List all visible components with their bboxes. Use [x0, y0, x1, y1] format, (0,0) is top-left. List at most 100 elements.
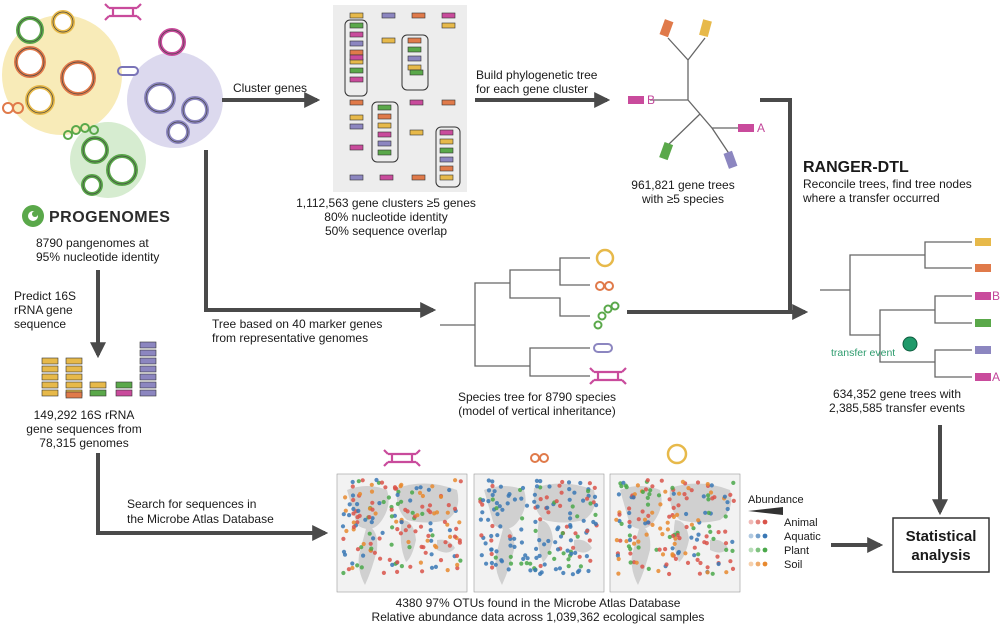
sample-point [386, 495, 391, 500]
sample-point [519, 496, 524, 501]
sample-point [685, 560, 691, 566]
sample-point [723, 529, 728, 534]
sample-point [616, 556, 621, 562]
sample-point [448, 534, 453, 540]
sample-point [398, 484, 403, 489]
species-tree-summary-line2: (model of vertical inheritance) [458, 404, 615, 418]
ranger-summary-line1: 634,352 gene trees with [833, 387, 961, 401]
sample-point [538, 517, 543, 522]
sample-point [392, 485, 398, 490]
gene-icon [975, 346, 991, 354]
sample-point [523, 553, 528, 558]
sample-point [656, 493, 662, 498]
sample-point [351, 506, 356, 512]
sample-point [557, 566, 563, 571]
sample-point [418, 485, 423, 490]
sample-point [573, 550, 578, 556]
rrna-gene-icon [139, 349, 157, 357]
label-cluster-genes: Cluster genes [233, 81, 307, 95]
green-chain-icon [610, 301, 620, 311]
label-predict-line3: sequence [14, 317, 66, 331]
sample-point [573, 531, 578, 536]
pink-chromosome-icon [104, 3, 142, 21]
sample-point [445, 568, 450, 573]
sample-point [660, 532, 665, 537]
sample-point [519, 527, 524, 532]
legend-dot [755, 533, 761, 539]
sample-point [588, 501, 593, 506]
sample-point [438, 558, 444, 563]
legend-dot [748, 533, 754, 539]
sample-point [728, 492, 733, 497]
legend-dot [755, 561, 761, 567]
rrna-gene-icon [41, 365, 59, 373]
ranger-summary-line2: 2,385,585 transfer events [829, 401, 965, 415]
sample-point [430, 484, 435, 489]
gene-icon [409, 99, 424, 106]
sample-point [492, 489, 497, 494]
sample-point [494, 501, 499, 506]
sample-point [493, 562, 498, 567]
sample-point [716, 561, 721, 567]
sample-point [645, 502, 651, 507]
sample-point [568, 516, 573, 521]
sample-point [486, 499, 491, 504]
sample-point [413, 529, 418, 534]
sample-point [420, 569, 425, 574]
sample-point [498, 524, 503, 529]
sample-point [418, 560, 423, 565]
sample-point [367, 531, 372, 536]
sample-point [520, 485, 526, 491]
legend-dot [762, 547, 768, 553]
sample-point [369, 520, 374, 525]
gene-icon [407, 46, 422, 53]
gene-icon [439, 147, 454, 154]
sample-point [689, 522, 695, 527]
sample-point [398, 531, 403, 536]
abundance-maps [336, 473, 741, 593]
sample-point [343, 508, 348, 513]
gene-icon [377, 122, 392, 129]
sample-point [350, 565, 355, 571]
sample-point [351, 497, 356, 503]
sample-point [627, 537, 633, 543]
sample-point [420, 504, 425, 509]
sample-point [566, 557, 571, 562]
sample-point [585, 496, 590, 501]
sample-point [676, 551, 681, 556]
sample-point [675, 512, 680, 518]
sample-point [350, 479, 355, 485]
sample-point [452, 506, 458, 511]
sample-point [479, 533, 484, 538]
sample-point [495, 533, 500, 538]
gene-icon [377, 149, 392, 156]
flow-arrows [90, 92, 948, 553]
sample-point [372, 550, 377, 555]
sample-point [640, 564, 645, 569]
sample-point [594, 503, 599, 508]
sample-point [692, 545, 697, 550]
label-search-line2: the Microbe Atlas Database [127, 512, 274, 526]
sample-point [694, 537, 700, 542]
ranger-dtl-title: RANGER-DTL [803, 159, 909, 176]
sample-point [432, 543, 438, 548]
rrna-gene-icon [41, 373, 59, 381]
sample-point [654, 547, 659, 552]
sample-point [410, 510, 415, 515]
sample-point [481, 498, 486, 503]
sample-point [593, 521, 598, 527]
sample-point [434, 510, 440, 515]
sample-point [368, 541, 373, 546]
sample-point [426, 508, 431, 513]
sample-point [553, 567, 559, 572]
sample-point [707, 524, 712, 529]
sample-point [445, 522, 450, 527]
sample-point [414, 486, 419, 491]
progenomes-logo-text: PROGENOMES [49, 209, 170, 226]
sample-point [538, 563, 543, 569]
sample-point [664, 562, 669, 567]
sample-point [458, 558, 463, 563]
rrna-gene-icon [65, 373, 83, 381]
sample-point [722, 494, 728, 499]
sample-point [429, 538, 434, 543]
